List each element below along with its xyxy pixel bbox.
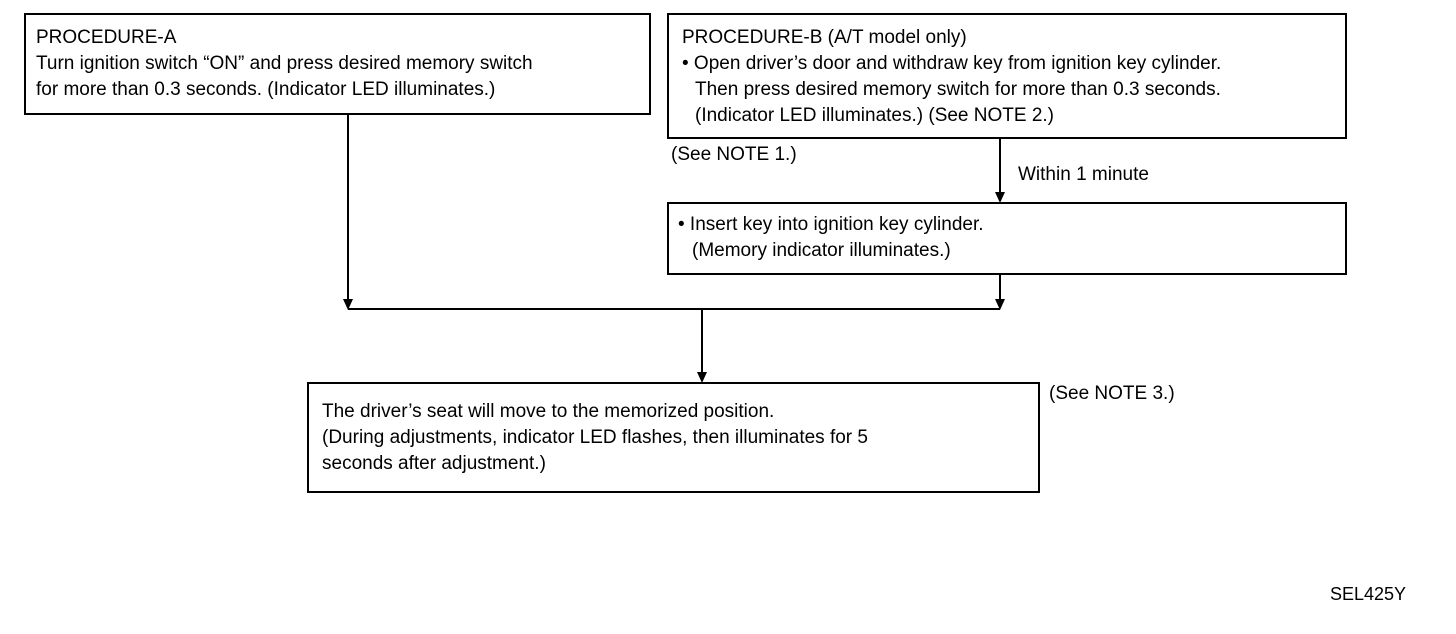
within-time-label: Within 1 minute	[1018, 164, 1149, 185]
arrowhead-result	[697, 372, 707, 383]
note-3-label: (See NOTE 3.)	[1049, 383, 1175, 404]
result-box: The driver’s seat will move to the memor…	[307, 382, 1040, 493]
insert-key-line-1: • Insert key into ignition key cylinder.	[678, 214, 984, 235]
procedure-b-line-1: • Open driver’s door and withdraw key fr…	[682, 53, 1222, 74]
result-line-1: The driver’s seat will move to the memor…	[322, 401, 775, 422]
figure-code: SEL425Y	[1330, 584, 1407, 604]
procedure-a-line-1: Turn ignition switch “ON” and press desi…	[36, 53, 533, 74]
result-line-2: (During adjustments, indicator LED flash…	[322, 427, 868, 448]
note-1-label: (See NOTE 1.)	[671, 144, 797, 165]
insert-key-line-2: (Memory indicator illuminates.)	[692, 240, 951, 261]
procedure-a-line-2: for more than 0.3 seconds. (Indicator LE…	[36, 79, 496, 100]
procedure-b-line-3: (Indicator LED illuminates.) (See NOTE 2…	[695, 105, 1055, 126]
arrowhead-procedure-b	[995, 192, 1005, 203]
procedure-a-box: PROCEDURE-A Turn ignition switch “ON” an…	[24, 13, 651, 115]
result-line-3: seconds after adjustment.)	[322, 453, 546, 474]
insert-key-box: • Insert key into ignition key cylinder.…	[667, 202, 1347, 275]
procedure-b-box: PROCEDURE-B (A/T model only) • Open driv…	[667, 13, 1347, 139]
procedure-a-title: PROCEDURE-A	[36, 27, 177, 48]
procedure-b-title: PROCEDURE-B (A/T model only)	[682, 27, 967, 48]
procedure-b-line-2: Then press desired memory switch for mor…	[695, 79, 1221, 100]
arrowhead-insert-key	[995, 299, 1005, 310]
arrowhead-procedure-a	[343, 299, 353, 310]
